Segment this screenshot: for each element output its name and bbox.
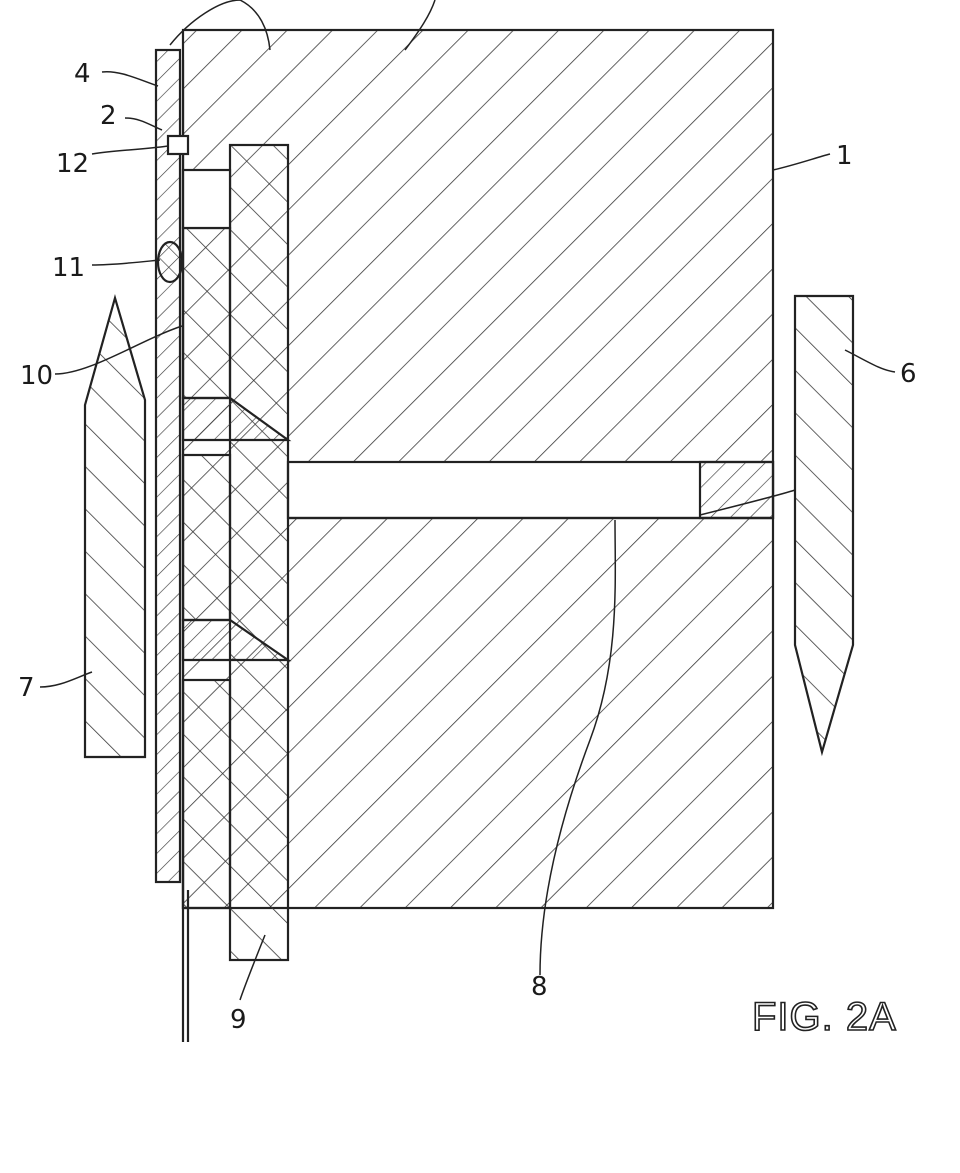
label-9: 9 (230, 1005, 247, 1035)
label-1: 1 (836, 141, 853, 171)
seal-11 (158, 242, 182, 282)
label-10: 10 (20, 361, 53, 391)
knife-7 (85, 298, 145, 757)
inner-block-lower (183, 680, 230, 908)
inner-block-middle (183, 455, 230, 620)
leader-11 (92, 260, 160, 265)
channel-8-insert (700, 462, 773, 518)
label-4: 4 (74, 59, 91, 89)
slider-9 (230, 145, 288, 960)
label-12: 12 (56, 149, 89, 179)
label-8: 8 (531, 972, 548, 1002)
label-2: 2 (100, 101, 117, 131)
inner-block-upper (183, 228, 230, 398)
inner-gap-top (183, 170, 230, 228)
label-11: 11 (52, 253, 85, 283)
leader-4 (102, 72, 158, 86)
figure-caption: FIG. 2A (752, 995, 897, 1039)
label-7: 7 (18, 673, 35, 703)
leader-1 (773, 154, 830, 170)
strip-4 (156, 50, 180, 882)
knife-6 (795, 296, 853, 752)
element-12 (168, 136, 188, 154)
label-6: 6 (900, 359, 917, 389)
